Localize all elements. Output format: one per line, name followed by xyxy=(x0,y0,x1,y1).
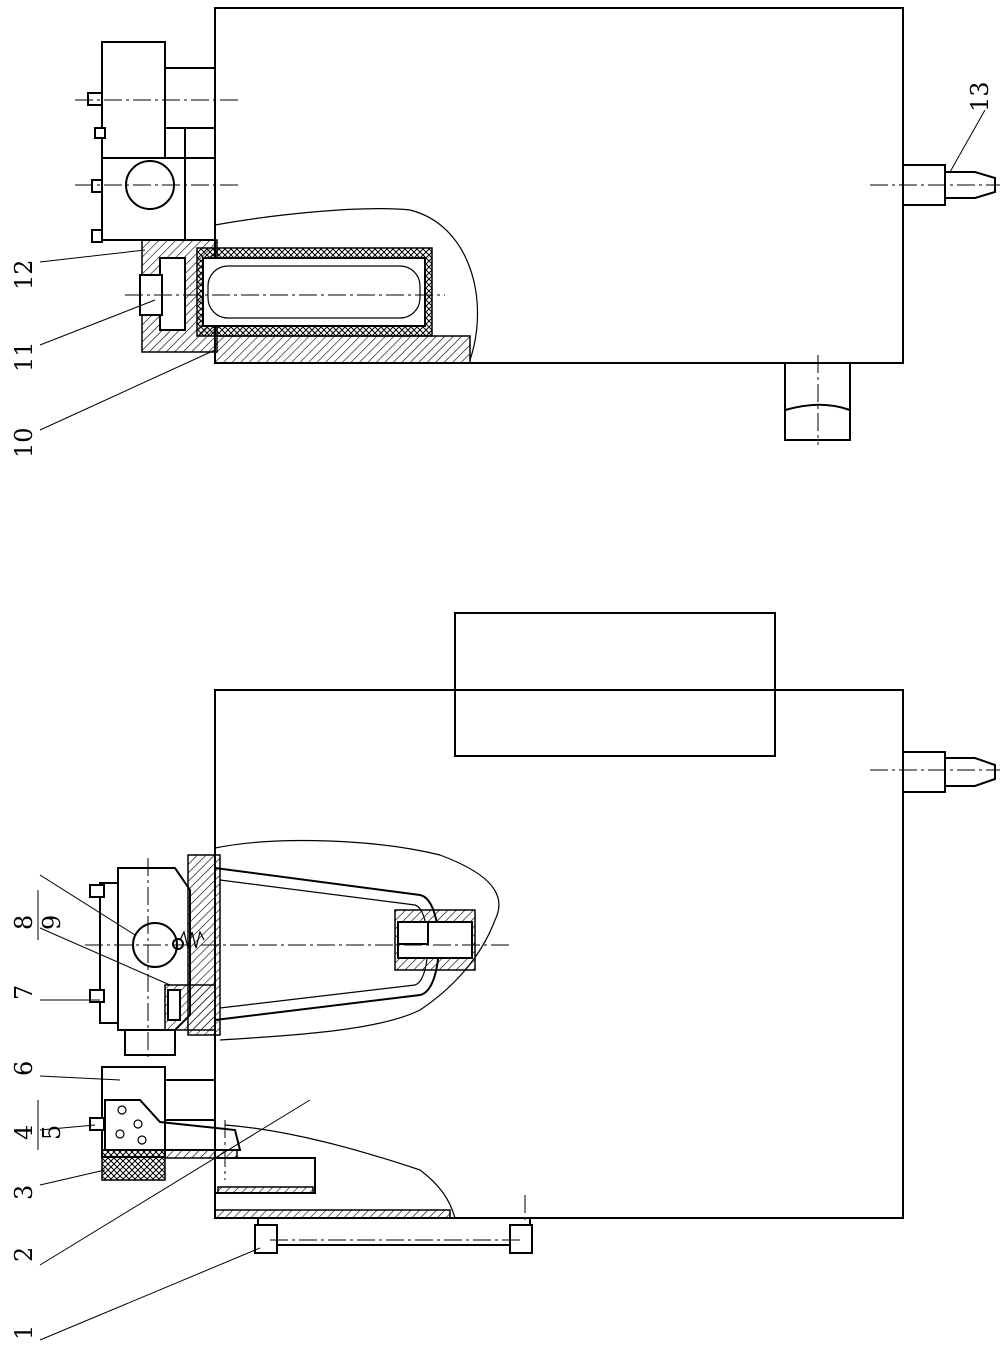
upper-bolt-1 xyxy=(87,92,103,106)
upper-cutaway-line xyxy=(214,208,479,361)
lower-gauge-fitting-2 xyxy=(509,1224,533,1254)
callout-13: 13 xyxy=(966,81,994,112)
callout-leaders xyxy=(39,109,986,1341)
upper-bolt-4 xyxy=(91,229,103,243)
lower-bracket-screw xyxy=(89,1117,105,1131)
upper-tank-wall-hatch xyxy=(214,335,471,364)
lower-bolt-2 xyxy=(89,989,105,1003)
leader-13 xyxy=(949,109,986,173)
lower-sight-gauge xyxy=(257,1218,531,1246)
lower-spring xyxy=(179,930,205,949)
lower-component-6-neck xyxy=(164,1079,216,1121)
callout-labels: 1 2 3 4 5 6 7 8 9 10 11 12 13 xyxy=(10,81,994,1340)
lower-hole-4 xyxy=(137,1135,147,1145)
callout-2: 2 xyxy=(10,1247,38,1262)
leader-11 xyxy=(39,299,156,346)
callout-12: 12 xyxy=(10,259,38,290)
lower-gauge-fitting-1 xyxy=(254,1224,278,1254)
callout-9: 9 xyxy=(38,915,66,930)
leader-2 xyxy=(39,1099,311,1266)
lower-hole-2 xyxy=(133,1119,143,1129)
callout-4: 4 xyxy=(10,1125,38,1140)
upper-foot xyxy=(784,363,851,441)
callout-5: 5 xyxy=(38,1125,66,1140)
upper-view xyxy=(75,7,1000,445)
leader-10 xyxy=(39,349,216,431)
upper-drain-fitting xyxy=(903,164,996,206)
lower-check-ball xyxy=(172,938,184,950)
leader-9 xyxy=(39,874,136,936)
lower-tank-body xyxy=(214,689,904,1219)
callout-6: 6 xyxy=(10,1061,38,1076)
leader-6 xyxy=(39,1075,121,1081)
lower-hole-3 xyxy=(115,1129,125,1139)
callout-7: 7 xyxy=(10,985,38,1000)
upper-motor-neck xyxy=(164,67,216,129)
lower-cutaway-upper xyxy=(214,839,500,1041)
callout-1: 1 xyxy=(10,1325,38,1340)
lower-component-6 xyxy=(101,1066,166,1158)
lower-component-3 xyxy=(101,1149,166,1181)
upper-bolt-2 xyxy=(94,127,106,139)
lower-cap-plate xyxy=(99,882,119,1024)
lower-cutaway-lower xyxy=(224,1124,456,1219)
lower-tank-wall-hatch xyxy=(214,1209,451,1219)
upper-filter-bore xyxy=(207,265,421,319)
lower-cap-screw xyxy=(167,989,181,1021)
lower-bolt-1 xyxy=(89,884,105,898)
leader-3 xyxy=(39,1169,106,1186)
lower-drain-fitting xyxy=(903,751,996,793)
callout-10: 10 xyxy=(10,427,38,458)
lower-bracket-arm xyxy=(164,1149,238,1159)
lower-top-box xyxy=(454,612,776,757)
lower-view xyxy=(85,612,1000,1254)
leader-4 xyxy=(39,1124,96,1131)
upper-pump-body xyxy=(101,157,216,241)
callout-11: 11 xyxy=(10,341,38,372)
leader-8 xyxy=(39,927,171,986)
lower-inner-box-wall xyxy=(217,1186,314,1194)
lower-motor-stub xyxy=(124,1029,176,1056)
leader-1 xyxy=(39,1247,261,1341)
upper-bolt-3 xyxy=(91,179,103,193)
callout-3: 3 xyxy=(10,1185,38,1200)
lower-filter-pocket xyxy=(397,921,429,945)
leader-12 xyxy=(39,249,146,263)
upper-filter-cap xyxy=(159,257,186,331)
upper-filter-core xyxy=(202,257,426,327)
callout-8: 8 xyxy=(10,915,38,930)
lower-hole-1 xyxy=(117,1105,127,1115)
